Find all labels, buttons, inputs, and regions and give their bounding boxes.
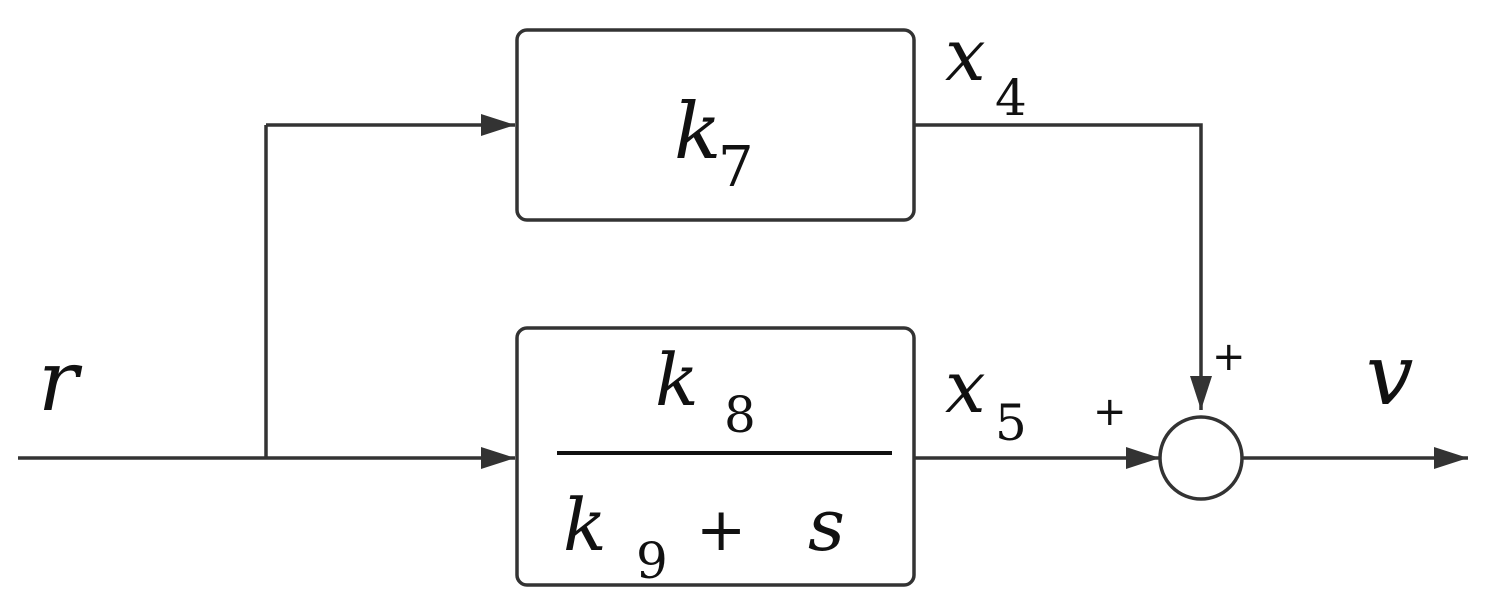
input-label: r [38, 332, 83, 430]
denominator-operator: + [696, 495, 746, 565]
numerator-symbol: k [655, 338, 699, 422]
denominator-subscript: 9 [636, 532, 668, 590]
signal-x4-symbol: x [945, 13, 986, 97]
summing-junction-circle [1158, 415, 1244, 501]
numerator-subscript: 8 [724, 386, 756, 444]
block-top-symbol: k [674, 87, 721, 177]
output-label: v [1366, 326, 1413, 424]
block-top-subscript: 7 [718, 135, 754, 200]
denominator-variable: s [808, 483, 845, 567]
signal-x5-subscript: 5 [995, 394, 1027, 452]
x4-signal-line [914, 123, 1212, 410]
signal-x5-symbol: x [945, 345, 986, 429]
summing-junction-top-sign: + [1212, 334, 1246, 380]
summing-junction-left-sign: + [1093, 389, 1127, 435]
denominator-symbol: k [563, 483, 607, 567]
signal-x4-subscript: 4 [995, 69, 1027, 127]
